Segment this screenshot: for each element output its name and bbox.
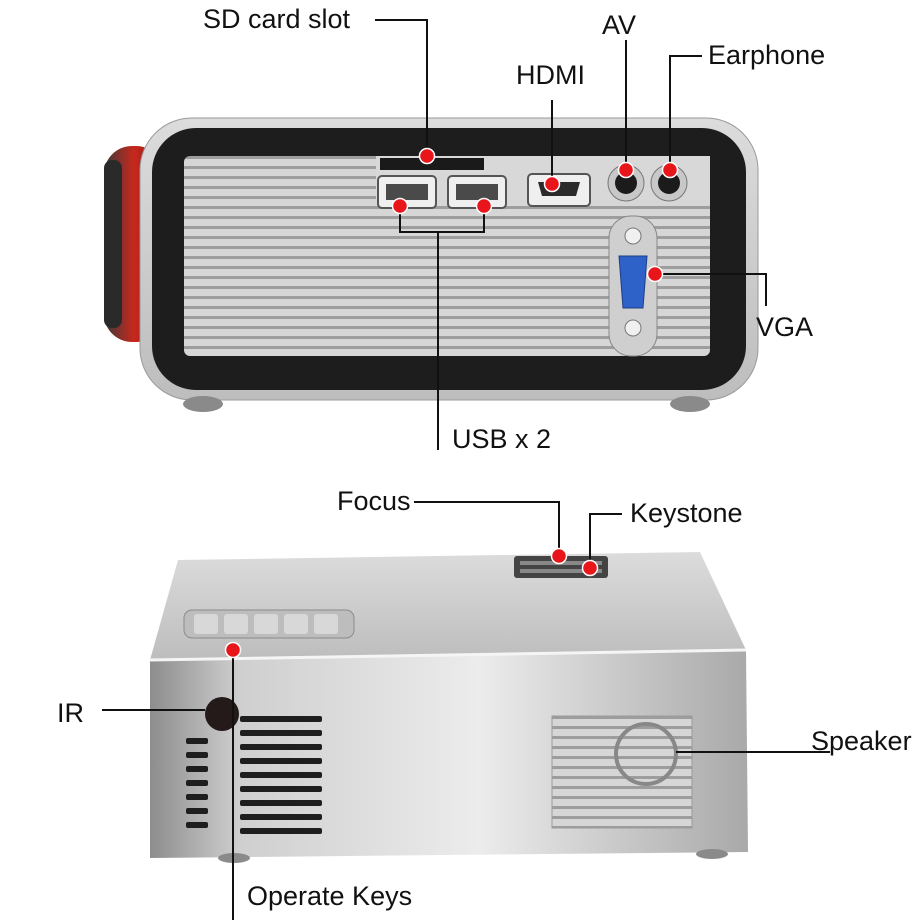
marker-usb-1 <box>393 199 408 214</box>
label-av: AV <box>602 12 636 39</box>
marker-usb-2 <box>477 199 492 214</box>
label-earphone: Earphone <box>708 42 825 69</box>
label-vga: VGA <box>756 314 813 341</box>
foot-left <box>183 396 223 412</box>
marker-av <box>619 163 634 178</box>
marker-earphone <box>663 163 678 178</box>
label-sd-card-slot: SD card slot <box>203 6 350 33</box>
marker-hdmi <box>545 177 560 192</box>
projector-front-view <box>150 552 748 863</box>
marker-vga <box>648 267 663 282</box>
label-operate-keys: Operate Keys <box>247 883 412 910</box>
hdmi-port-icon <box>528 174 590 206</box>
foot-right <box>670 396 710 412</box>
leader-focus <box>414 502 559 556</box>
vga-port-icon <box>609 216 657 356</box>
label-speaker: Speaker <box>811 728 912 755</box>
label-hdmi: HDMI <box>516 62 585 89</box>
marker-keystone <box>583 561 598 576</box>
marker-operate-keys <box>226 643 241 658</box>
marker-focus <box>552 549 567 564</box>
label-keystone: Keystone <box>630 500 743 527</box>
label-ir: IR <box>57 700 84 727</box>
top-surface <box>150 552 746 660</box>
marker-sd-card-slot <box>420 149 435 164</box>
label-usb: USB x 2 <box>452 426 551 453</box>
label-focus: Focus <box>337 488 411 515</box>
